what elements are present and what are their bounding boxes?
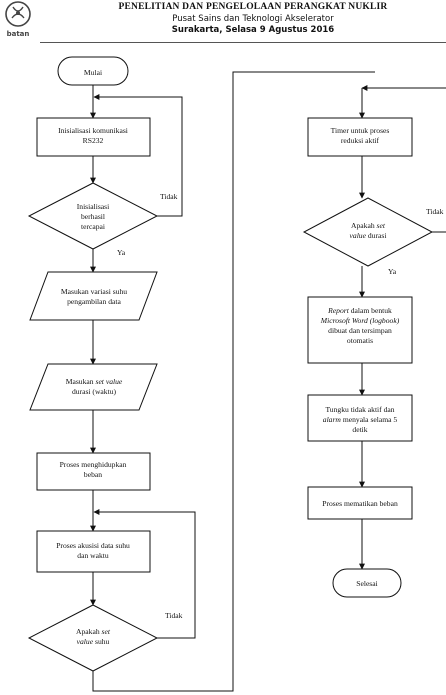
end-terminal — [332, 568, 402, 598]
acquisition-l1: Proses akusisi data suhu — [56, 541, 130, 550]
input-setvalue-l2: durasi (waktu) — [72, 387, 117, 396]
init-check-l3: tercapai — [81, 222, 105, 231]
furnace-l1: Tungku tidak aktif dan — [325, 405, 394, 414]
batan-logo: batan — [5, 1, 31, 38]
input-setvalue-l1: Masukan set value — [66, 377, 123, 386]
input-temp-l2: pengambilan data — [67, 297, 121, 306]
timer-l1: Timer untuk proses — [331, 126, 390, 135]
report-l2: Microsoft Word (logbook) — [320, 316, 400, 325]
arrow-to-right-column — [92, 71, 375, 692]
no-label-2: Tidak — [165, 611, 183, 620]
start-label: Mulai — [84, 68, 102, 77]
check-temp-l1: Apakah set — [76, 627, 111, 636]
init-check-l1: Inisialisasi — [77, 202, 109, 211]
init-comm-l2: RS232 — [83, 136, 104, 145]
report-l4: otomatis — [347, 336, 373, 345]
yes-label-1: Ya — [117, 248, 126, 257]
input-temp-l1: Masukan variasi suhu — [61, 287, 127, 296]
timer-l2: reduksi aktif — [341, 136, 380, 145]
no-label-1: Tidak — [160, 192, 178, 201]
check-duration-l2: value durasi — [350, 231, 387, 240]
check-setvalue-duration-decision — [302, 197, 434, 267]
input-temp-io — [29, 271, 158, 321]
check-duration-l1: Apakah set — [351, 221, 386, 230]
init-comm-l1: Inisialisasi komunikasi — [58, 126, 128, 135]
load-on-l1: Proses menghidupkan — [60, 460, 127, 469]
header-divider — [40, 42, 446, 43]
report-l1: Report dalam bentuk — [327, 306, 392, 315]
acquisition-l2: dan waktu — [77, 551, 109, 560]
header-title: PENELITIAN DAN PENGELOLAAN PERANGKAT NUK… — [118, 2, 388, 12]
init-check-l2: berhasil — [81, 212, 105, 221]
furnace-l2: alarm menyala selama 5 — [323, 415, 398, 424]
load-off-label: Proses mematikan beban — [322, 499, 398, 508]
header-subtitle: Pusat Sains dan Teknologi Akselerator — [172, 14, 334, 24]
arrow-check-no-loop — [93, 94, 183, 217]
report-l3: dibuat dan tersimpan — [328, 326, 392, 335]
furnace-l3: detik — [352, 425, 367, 434]
check-temp-l2: value suhu — [77, 637, 110, 646]
yes-label-2: Ya — [388, 267, 397, 276]
header-place-date: Surakarta, Selasa 9 Agustus 2016 — [171, 25, 335, 35]
end-label: Selesai — [356, 579, 378, 588]
input-setvalue-io — [29, 363, 158, 411]
no-label-3: Tidak — [426, 207, 444, 216]
page-header: batan PENELITIAN DAN PENGELOLAAN PERANGK… — [0, 0, 446, 44]
arrow-temp-no-loop — [93, 509, 196, 639]
logo-text: batan — [7, 30, 30, 38]
load-on-l2: beban — [84, 470, 102, 479]
